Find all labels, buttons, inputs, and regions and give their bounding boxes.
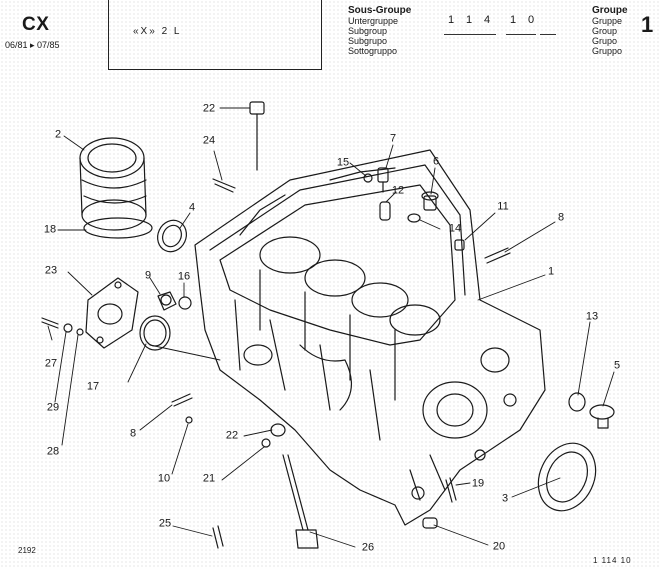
callout-14: 14 [448,222,462,235]
leader-lines [47,107,615,548]
washer-13 [568,392,586,412]
group-labels: Groupe Gruppe Group Grupo Gruppo [592,5,628,57]
callout-16: 16 [177,270,191,283]
stud-25 [212,525,224,549]
callout-18: 18 [43,223,57,236]
callout-5: 5 [613,359,621,372]
subgroup-label-fr: Sous-Groupe [348,5,412,16]
callout-20: 20 [492,540,506,553]
washer-21 [261,438,271,448]
plug-9 [157,291,177,311]
plug-6 [421,191,439,211]
callout-3: 3 [501,492,509,505]
subgroup-label-en: Subgroup [348,26,388,36]
callout-22-top: 22 [202,102,216,115]
callout-26: 26 [361,541,375,554]
washer-14 [407,213,421,223]
washer-16 [178,296,192,310]
callout-19: 19 [471,477,485,490]
callout-13: 13 [585,310,599,323]
cylinder-liner [79,137,147,231]
code-digit-1: 1 [448,14,456,26]
callout-21: 21 [202,472,216,485]
vehicle-model: CX [22,14,50,35]
bolt-22-top [249,101,265,171]
code-underline-2 [506,34,536,35]
page-ref: 1 114 10 [593,556,632,565]
callout-28: 28 [46,445,60,458]
group-label-en: Group [592,26,618,36]
callout-25: 25 [158,517,172,530]
callout-6: 6 [432,155,440,168]
group-number: 1 [641,12,654,37]
subgroup-label-de: Untergruppe [348,16,399,26]
callout-11: 11 [497,200,509,213]
callout-27: 27 [44,357,58,370]
plug-7 [377,167,389,193]
washer-29 [63,323,73,333]
callout-23: 23 [44,264,58,277]
liner-seal [83,217,153,239]
callout-4: 4 [188,201,196,214]
dowel-20 [422,517,438,529]
engine-box: «X» 2 L [108,0,322,70]
callout-10: 10 [157,472,171,485]
crankcase-block [194,149,546,526]
group-label-de: Gruppe [592,16,623,26]
seal-ring-4 [157,219,187,253]
callout-9: 9 [144,269,152,282]
dowel-11 [454,239,465,251]
long-bolt-26 [282,454,319,549]
subgroup-code: 1 1 4 1 0 [444,14,556,35]
callout-8-right: 8 [557,211,565,224]
bolt-22-lower [270,423,286,437]
code-digit-5: 0 [528,14,536,26]
code-underline-3 [540,34,556,35]
callout-29: 29 [46,401,60,414]
pin-19 [445,477,457,503]
group-label-es: Grupo [592,36,618,46]
callout-2: 2 [54,128,62,141]
code-digit-4: 1 [510,14,518,26]
code-digit-3: 4 [484,14,492,26]
subgroup-labels: Sous-Groupe Untergruppe Subgroup Subgrup… [348,5,412,57]
o-ring [139,315,171,351]
dowel-12 [379,201,391,221]
dowel-10 [185,416,193,424]
callout-15: 15 [336,156,350,169]
group-label-fr: Groupe [592,5,628,16]
callout-8-left: 8 [129,427,137,440]
group-label-it: Gruppo [592,46,623,56]
callout-7: 7 [389,132,397,145]
callout-17: 17 [86,380,100,393]
callout-24: 24 [202,134,216,147]
drawing-ref: 2192 [18,546,36,555]
callout-1: 1 [547,265,555,278]
callout-12: 12 [391,184,405,197]
subgroup-label-it: Sottogruppo [348,46,398,56]
cover-plate [85,277,139,349]
callout-22-lower: 22 [225,429,239,442]
screw-8-left [171,393,193,407]
subgroup-label-es: Subgrupo [348,36,388,46]
engine-label: «X» 2 L [133,26,182,37]
washer-28 [76,328,84,336]
stud-24 [212,178,236,193]
plug-5 [589,404,615,429]
code-underline-1 [444,34,496,35]
washer-15 [363,173,373,183]
screw-8-right [484,247,511,264]
screw-27 [41,317,59,329]
production-period: 06/81 ▸ 07/85 [5,40,60,50]
oil-seal-3 [537,442,597,512]
code-digit-2: 1 [466,14,474,26]
